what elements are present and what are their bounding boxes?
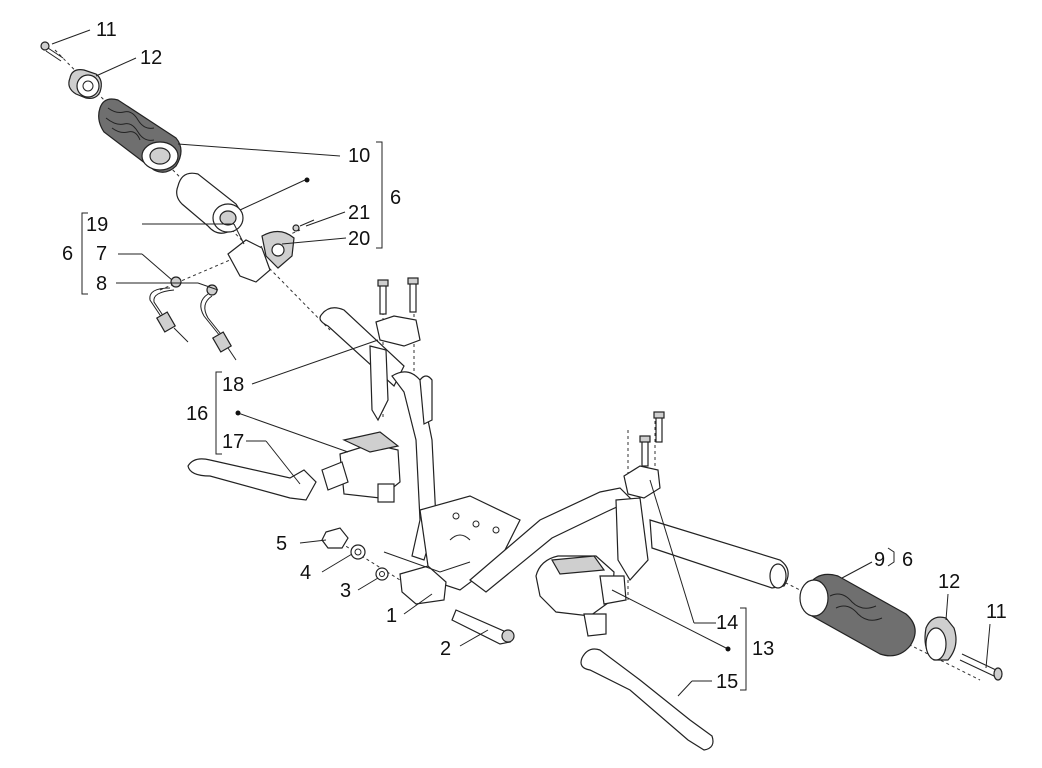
- label-16: 16: [186, 403, 208, 425]
- part-11-screw-right: [959, 653, 1003, 681]
- label-5: 5: [276, 533, 287, 555]
- part-10-left-grip: [98, 98, 182, 173]
- part-12-bar-end-weight-right: [924, 616, 957, 661]
- label-11-right: 11: [986, 601, 1007, 623]
- throttle-housing: [227, 219, 315, 283]
- label-6-left-group: 6: [62, 243, 73, 265]
- label-2: 2: [440, 638, 451, 660]
- label-12-top: 12: [140, 47, 162, 69]
- callout-labels: 11 12 10 6 21 20 19 6 7 8 18 16 17 5 4 3…: [62, 19, 1007, 693]
- riser-bolts: [377, 277, 665, 467]
- label-11-top: 11: [96, 19, 117, 41]
- label-3: 3: [340, 580, 351, 602]
- left-brake-assembly: [187, 431, 401, 503]
- label-14: 14: [716, 612, 738, 634]
- label-21: 21: [348, 202, 370, 224]
- label-8: 8: [96, 273, 107, 295]
- label-10: 10: [348, 145, 370, 167]
- label-19: 19: [86, 214, 108, 236]
- part-7-8-throttle-cables: [149, 276, 237, 361]
- part-9-right-grip: [799, 573, 916, 657]
- label-7: 7: [96, 243, 107, 265]
- label-6-right-group: 6: [902, 549, 913, 571]
- label-13: 13: [752, 638, 774, 660]
- group-brackets: [81, 141, 895, 691]
- label-18: 18: [222, 374, 244, 396]
- label-20: 20: [348, 228, 370, 250]
- label-4: 4: [300, 562, 311, 584]
- right-brake-assembly: [535, 555, 714, 751]
- label-1: 1: [386, 605, 397, 627]
- leader-lines: [51, 29, 991, 697]
- label-12-right: 12: [938, 571, 960, 593]
- part-11-screw-left: [40, 41, 64, 62]
- set-marker-dots: [235, 177, 731, 652]
- label-6-top-group: 6: [390, 187, 401, 209]
- label-9: 9: [874, 549, 885, 571]
- part-12-bar-end-weight-left: [68, 69, 102, 99]
- handlebar-frame: [319, 277, 789, 593]
- label-17: 17: [222, 431, 244, 453]
- throttle-tube: [176, 172, 244, 234]
- label-15: 15: [716, 671, 738, 693]
